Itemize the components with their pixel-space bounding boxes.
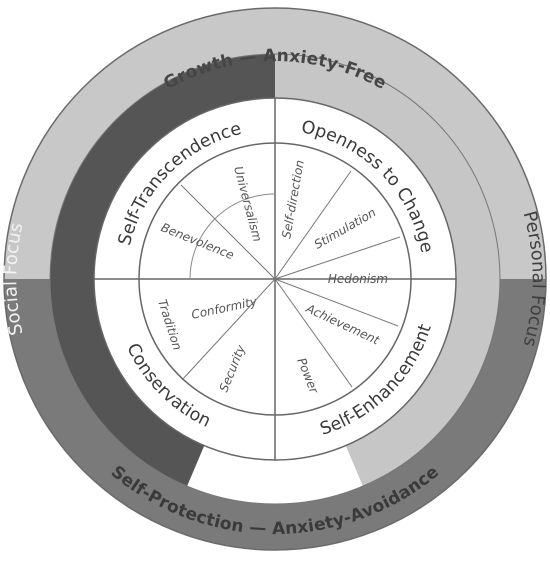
middle-ring-dark-band <box>49 54 276 487</box>
value-spokes <box>180 170 401 388</box>
outer-ring-bottom <box>4 279 546 550</box>
value-hedonism: Hedonism <box>328 272 388 286</box>
spoke <box>181 278 276 381</box>
spoke <box>274 278 399 327</box>
conformity-arc <box>189 193 276 280</box>
outer-ring-border <box>3 7 547 551</box>
outer-ring-top <box>4 8 546 279</box>
spoke <box>274 278 353 388</box>
spoke <box>274 170 352 280</box>
spoke <box>180 184 276 280</box>
spoke <box>274 236 401 280</box>
middle-ring-border <box>49 53 501 505</box>
middle-ring-light-band <box>275 54 500 487</box>
